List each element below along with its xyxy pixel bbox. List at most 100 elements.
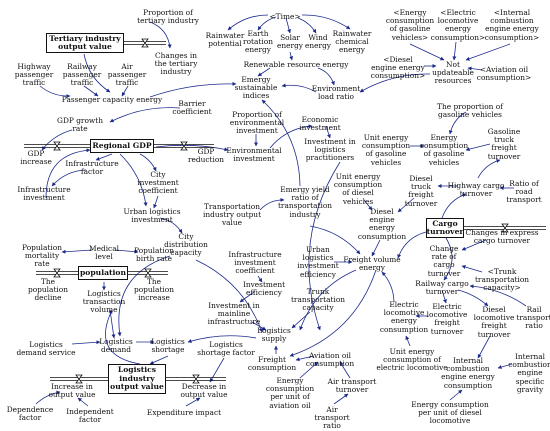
- link-proportion-gas-to-energy-gas: [448, 111, 467, 135]
- rainwater-chemical-energy: Rainwater chemical energy: [332, 29, 372, 55]
- economic-investment: Economic investment: [299, 115, 341, 133]
- stock-population: population: [78, 266, 128, 280]
- ratio-road-transport: Ratio of road transport: [506, 179, 542, 205]
- link-gdp-to-urban-investment: [119, 153, 148, 207]
- gdp-increase: GDP increase: [20, 149, 52, 167]
- link-not-updateable-to-load: [359, 73, 431, 93]
- dependence-factor: Dependence factor: [6, 405, 54, 423]
- emergy-yield-ratio-transportation: Emergy yield ratio of transportation ind…: [277, 185, 333, 219]
- change-rate-cargo-turnover: Change rate of cargo turnover: [427, 244, 461, 278]
- investment-logistics-practitioners: Investment in logistics practitioners: [304, 137, 356, 163]
- renewable-resource-energy: Renewable resource energy: [243, 60, 349, 69]
- highway-cargo-turnover: Highway cargo turnover: [447, 181, 505, 199]
- link-renewable-to-load: [317, 67, 335, 86]
- link-unit-electric-to-energy: [405, 335, 411, 347]
- environment-load-ratio: Environment load ratio: [311, 84, 361, 102]
- link-transport-output-to-yield: [259, 197, 285, 211]
- link-gas-truck-to-energy-gas: [465, 143, 491, 152]
- valve-gdp-outflow: [180, 141, 188, 151]
- investment-efficiency: Investment efficiency: [242, 280, 286, 298]
- link-proportion-to-changes: [149, 21, 172, 49]
- unit-energy-electric-locomotive: Unit energy consumption of electric loco…: [376, 347, 448, 373]
- barrier-coefficient: Barrier coefficient: [172, 99, 212, 117]
- population-increase: The population increase: [134, 277, 174, 303]
- link-rail-to-passenger: [83, 85, 99, 97]
- logistics-demand: Logistics demand: [99, 337, 133, 355]
- link-express-to-change: [461, 239, 487, 251]
- changes-express-cargo-turnover: Changes in express cargo turnover: [465, 228, 539, 246]
- link-environmental-to-economic: [269, 124, 313, 149]
- urban-logistics-investment: Urban logistics investment: [123, 207, 181, 225]
- link-city-coef-to-urban: [153, 195, 159, 209]
- expenditure-impact: Expenditure impact: [146, 408, 222, 417]
- earth-rotation-energy: Earth rotation energy: [243, 29, 273, 55]
- valve-logistics-outflow: [192, 374, 200, 384]
- link-load-to-sustainable: [281, 83, 317, 93]
- decrease-output-value: Decrease in output value: [180, 382, 228, 400]
- rail-transport-ratio: Rail transport ratio: [516, 305, 550, 331]
- trunk-transportation-capacity: Trunk transportation capacity: [290, 287, 346, 313]
- infrastructure-investment: Infrastructure investment: [17, 185, 71, 203]
- diesel-engine-energy-consumption: Diesel engine energy consumption: [357, 207, 407, 241]
- link-practitioners-to-output: [308, 161, 341, 331]
- link-renewable-to-sustainable: [257, 67, 271, 77]
- link-cargo-to-railway: [443, 237, 453, 281]
- link-air-to-passenger: [121, 85, 129, 97]
- link-shortage-factor-to-decrease: [209, 357, 225, 383]
- gdp-reduction: GDP reduction: [187, 147, 225, 165]
- freight-volume-energy: Freight volume energy: [343, 255, 401, 273]
- diesel-locomotive-freight-turnover: Diesel locomotive freight turnover: [473, 305, 515, 339]
- link-gdp-to-infrastructure: [95, 153, 113, 161]
- air-transport-ratio: Air transport ratio: [314, 405, 350, 431]
- electric-locomotive-shadow: <Electric locomotive energy consumption>: [430, 8, 486, 42]
- link-economic-to-practitioners: [325, 125, 331, 139]
- link-time-to-rainwater: [227, 14, 269, 31]
- diesel-engine-shadow: <Diesel engine energy consumption>: [370, 55, 426, 81]
- city-distribution-capacity: City distribution capacity: [164, 232, 208, 258]
- link-freight-vol-to-logistics-supply: [299, 269, 357, 331]
- link-diesel-freight-to-internal: [477, 335, 491, 359]
- link-diesel-engine-to-freight: [371, 239, 381, 257]
- changes-tertiary-industry: Changes in the tertiary industry: [154, 51, 198, 77]
- link-yield-to-freight: [309, 225, 361, 255]
- link-tertiary-to-passenger: [83, 53, 111, 93]
- link-freight-to-consumption: [289, 269, 377, 357]
- railway-cargo-turnover: Railway cargo turnover: [415, 279, 469, 297]
- link-energy-diesel-to-internal: [449, 389, 463, 401]
- link-cargo-to-freight: [397, 231, 427, 259]
- solar-energy: Solar energy: [277, 33, 303, 51]
- investment-mainline-infrastructure: Investment in mainline infrastructure: [207, 301, 261, 327]
- link-medical-to-mortality: [61, 249, 93, 254]
- air-transport-turnover: Air transport turnover: [327, 377, 377, 395]
- valve-tertiary-outflow: [141, 38, 149, 48]
- time-shadow-variable: <Time>: [269, 12, 301, 21]
- link-gasoline-ref-to-not: [409, 43, 445, 61]
- rainwater-potential: Rainwater potential: [205, 31, 245, 49]
- link-diesel-truck-to-diesel-engine: [397, 197, 415, 213]
- link-yield-to-sustainable: [261, 99, 301, 187]
- environmental-investment: Environmental investment: [226, 146, 282, 164]
- diesel-truck-freight-turnover: Diesel truck freight turnover: [404, 174, 438, 208]
- energy-gasoline-shadow: <Energy consumption of gasoline vehicles…: [385, 8, 435, 42]
- link-time-to-earth: [257, 16, 277, 31]
- link-energy-aviation-to-oil: [299, 361, 319, 379]
- link-infra-factor-to-invest: [51, 169, 87, 187]
- link-railway-to-electric-freight: [441, 289, 447, 304]
- valve-population-inflow: [144, 268, 152, 278]
- infrastructure-investment-coefficient: Infrastructure investment coefficient: [228, 250, 282, 276]
- link-trunk-ref-to-change: [461, 265, 483, 273]
- increase-output-value: Increase in output value: [48, 382, 96, 400]
- link-gdp-to-city-coef: [139, 153, 157, 172]
- trunk-transportation-capacity-shadow: <Trunk transportation capacity>: [474, 267, 530, 293]
- link-gdp-to-environmental: [155, 144, 229, 152]
- proportion-tertiary-industry: Proportion of tertiary industry: [137, 8, 199, 26]
- railway-passenger-traffic: Railway passenger traffic: [62, 62, 102, 88]
- emergy-sustainable-indices: Emergy sustainable indices: [234, 75, 278, 101]
- electric-locomotive-energy-consumption: Electric locomotive energy consumption: [379, 300, 429, 334]
- population-mortality-rate: Population mortality rate: [22, 243, 62, 269]
- stock-regional-gdp: Regional GDP: [90, 139, 154, 153]
- link-supply-to-shortage: [187, 335, 257, 343]
- link-sources-to-renewable: [289, 51, 294, 61]
- aviation-oil-consumption: Aviation oil consumption: [305, 351, 355, 369]
- link-medical-to-birth: [115, 249, 139, 254]
